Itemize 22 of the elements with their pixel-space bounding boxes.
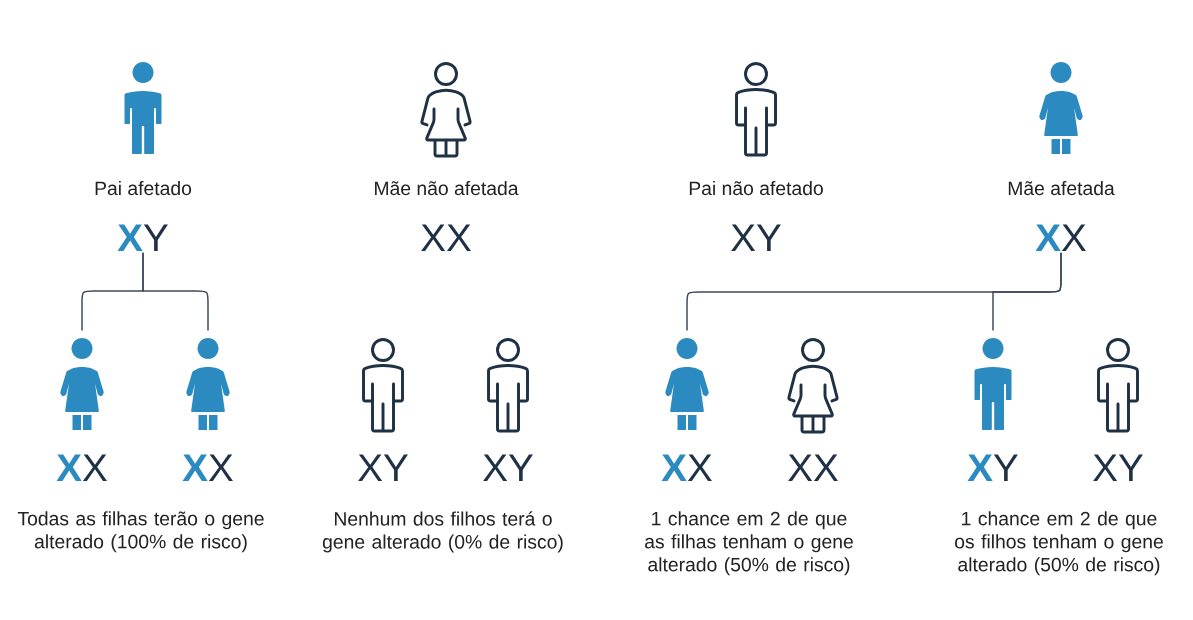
genotype-label: XY: [483, 454, 533, 481]
genotype-label: XX: [421, 224, 471, 251]
genotype-label: XX: [1035, 224, 1086, 251]
genotype-label: XX: [182, 454, 233, 481]
person-label: Pai afetado: [95, 181, 192, 196]
description-text: Todas as filhas terão o gene alterado (100% de risco): [17, 511, 264, 553]
genotype-label: XY: [731, 224, 781, 251]
person-label: Pai não afetado: [689, 181, 823, 196]
genotype-label: XX: [56, 454, 107, 481]
genotype-label: XY: [358, 454, 408, 481]
description-text: Nenhum dos filhos terá o gene alterado (0% de risco): [322, 511, 563, 553]
person-label: Mãe afetada: [1008, 181, 1115, 196]
genotype-label: XX: [788, 454, 838, 481]
genotype-label: XY: [967, 454, 1018, 481]
connector-line: [992, 252, 1062, 332]
description-text: 1 chance em 2 de que os filhos tenham o gene alterado (50% de risco): [955, 511, 1163, 576]
genotype-label: XX: [661, 454, 712, 481]
description-text: 1 chance em 2 de que as filhas tenham o gene alterado (50% de risco): [645, 511, 853, 576]
genotype-label: XY: [117, 224, 168, 251]
person-label: Mãe não afetada: [375, 181, 519, 196]
connector-line: [142, 252, 209, 332]
genotype-label: XY: [1093, 454, 1143, 481]
